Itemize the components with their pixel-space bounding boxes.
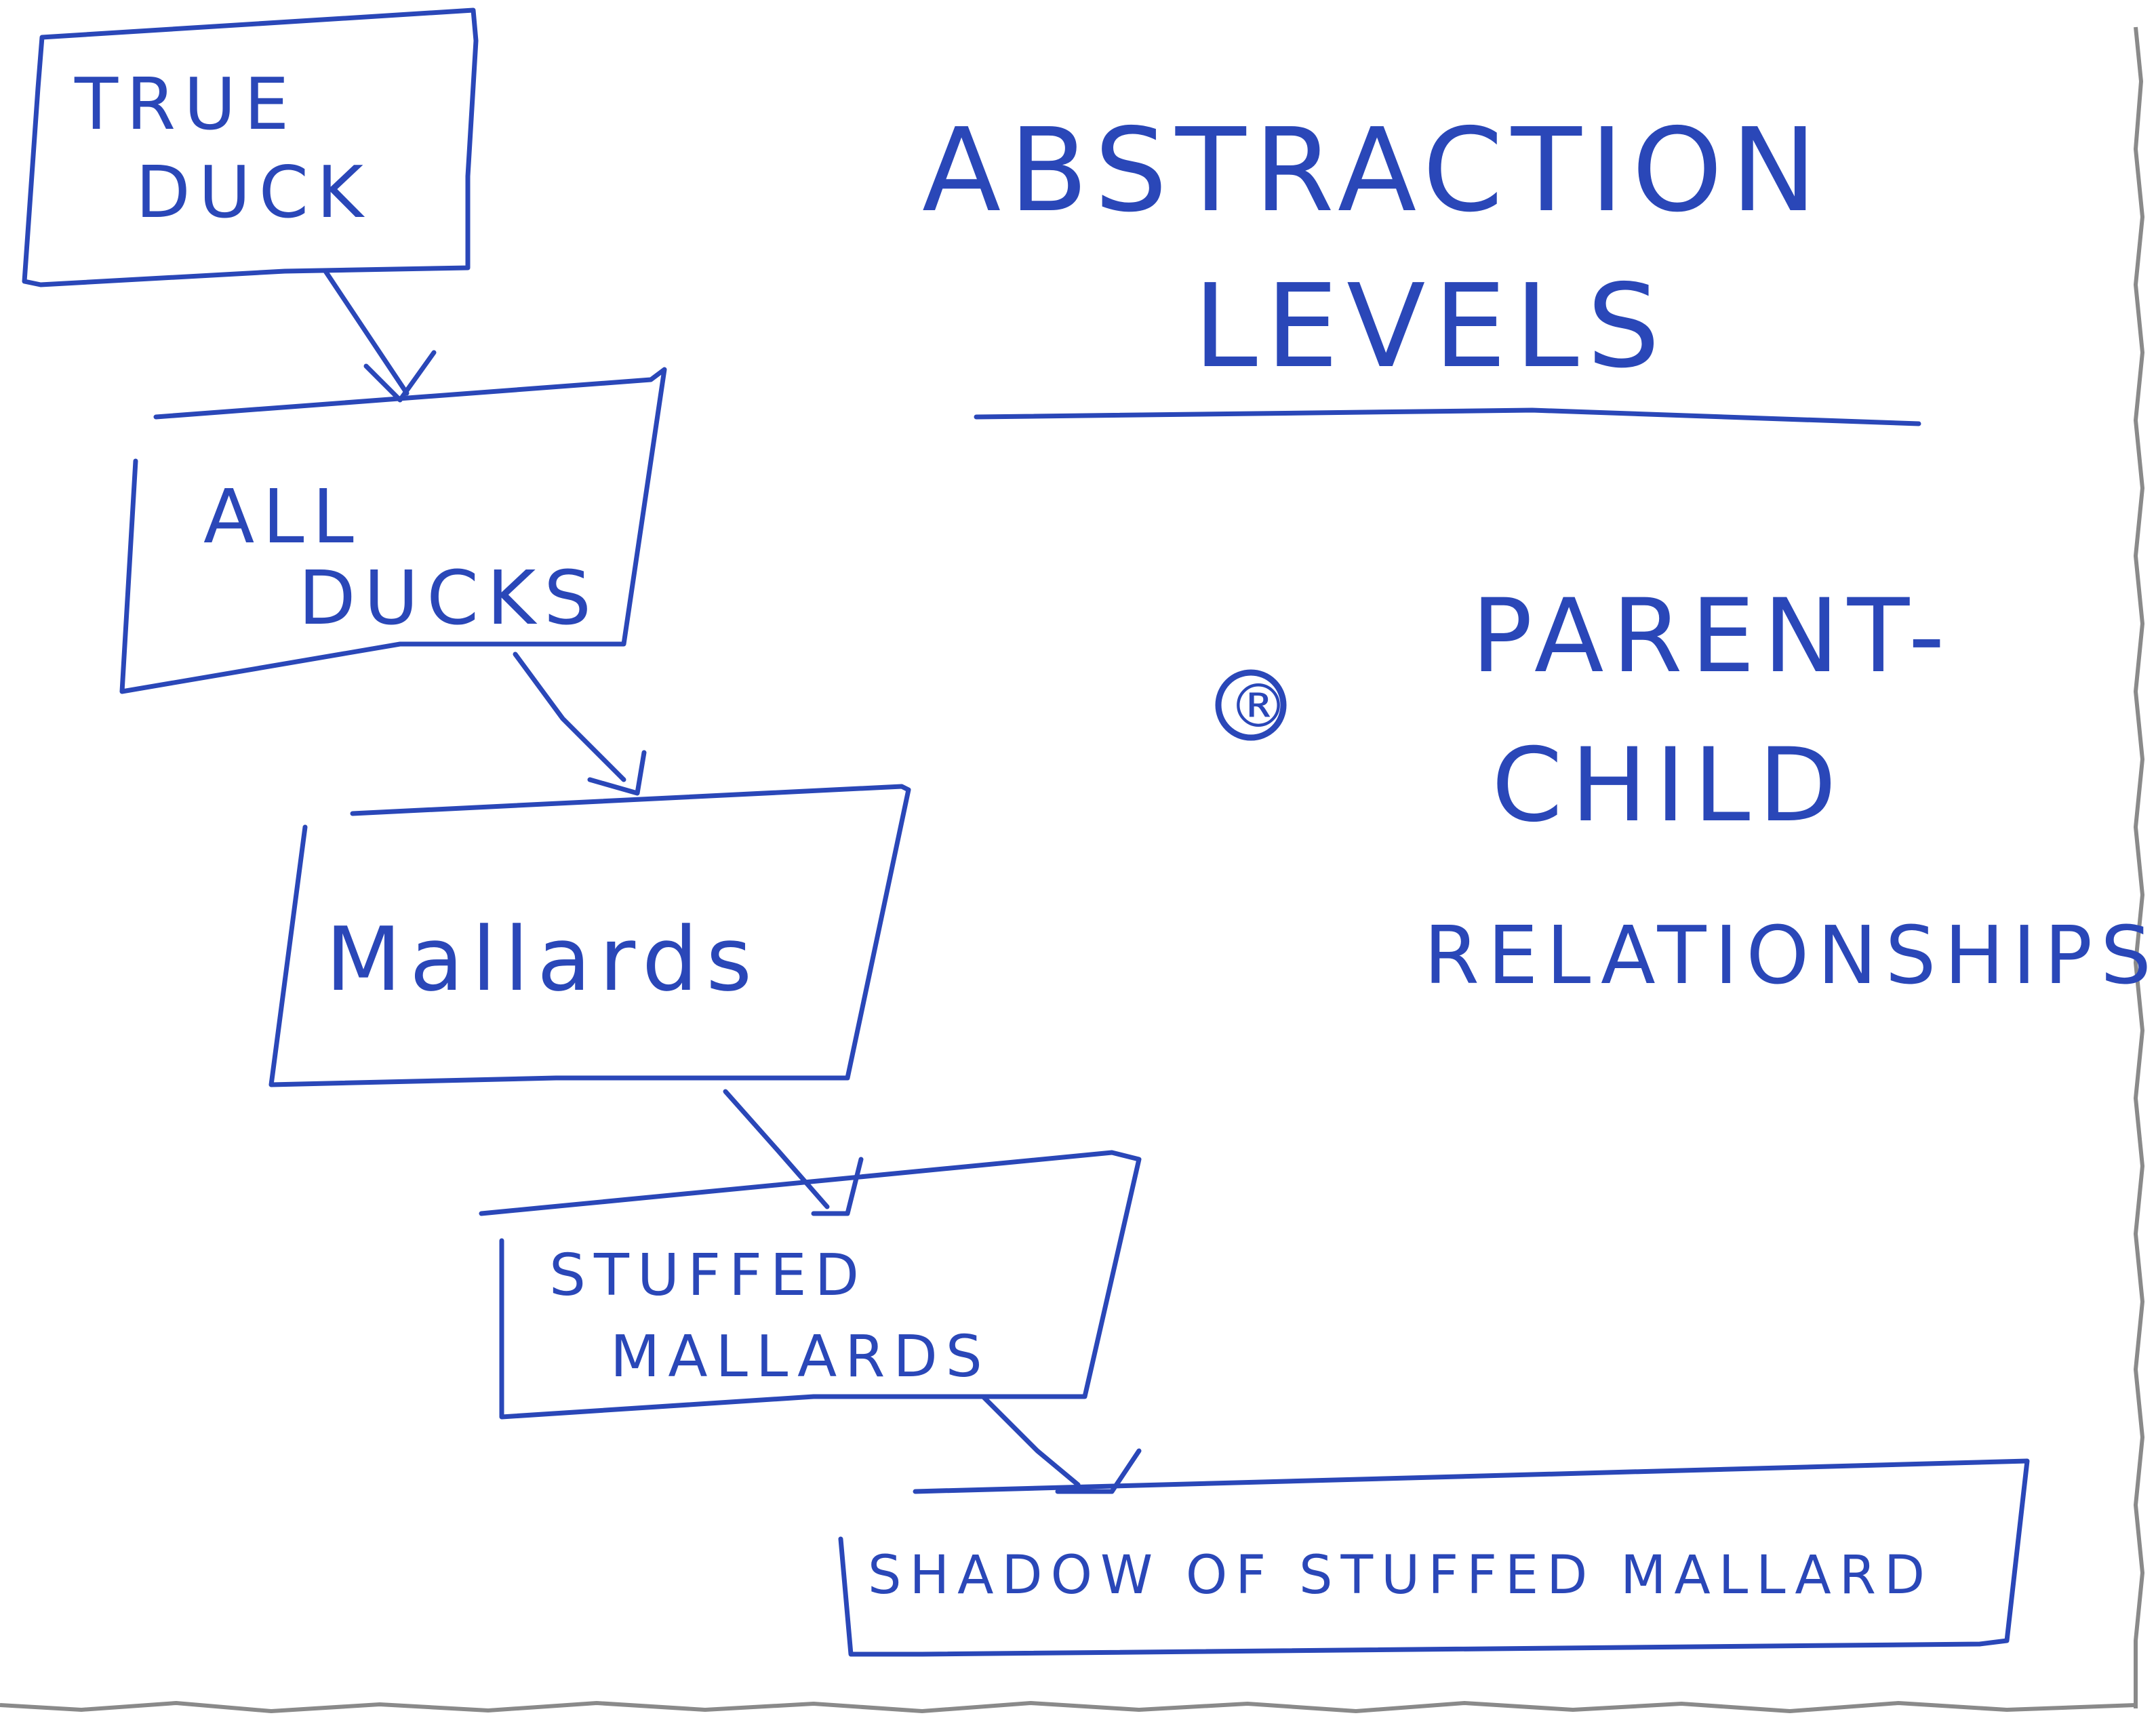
box-stuffed-line1: STUFFED: [549, 1242, 867, 1309]
note-line1: PARENT-: [1471, 578, 1953, 696]
box-true-duck: TRUE DUCK: [22, 7, 479, 287]
box-mallards-label: Mallards: [325, 908, 760, 1011]
circled-r-mark: ®: [1215, 669, 1296, 741]
box-all-ducks-line1: ALL: [203, 473, 362, 560]
title-line1: ABSTRACTION: [922, 104, 1825, 238]
arrow-true-duck-to-all-ducks: [323, 268, 437, 403]
note-line3: RELATIONSHIPS: [1424, 908, 2156, 1002]
parent-child-note: PARENT- CHILD RELATIONSHIPS: [1424, 578, 2156, 1002]
paper-edge-shadow: [2133, 26, 2145, 1708]
arrow-mallards-to-stuffed: [723, 1089, 864, 1216]
circled-r-symbol: ®: [1229, 671, 1296, 741]
box-true-duck-line2: DUCK: [136, 151, 372, 234]
arrow-stuffed-to-shadow: [980, 1394, 1142, 1494]
arrow-all-ducks-to-mallards: [513, 652, 647, 796]
diagram-title: ABSTRACTION LEVELS: [922, 104, 1921, 426]
title-underline: [974, 407, 1921, 426]
box-all-ducks: ALL DUCKS: [119, 367, 667, 694]
box-mallards: Mallards: [268, 784, 911, 1087]
box-shadow-of-stuffed-mallard: SHADOW OF STUFFED MALLARD: [838, 1458, 2030, 1657]
box-true-duck-line1: TRUE: [74, 63, 297, 146]
box-stuffed-line2: MALLARDS: [610, 1323, 991, 1390]
box-all-ducks-line2: DUCKS: [298, 555, 599, 641]
note-line2: CHILD: [1492, 727, 1845, 845]
box-shadow-label: SHADOW OF STUFFED MALLARD: [868, 1545, 1933, 1606]
title-line2: LEVELS: [1193, 260, 1668, 394]
box-stuffed-mallards: STUFFED MALLARDS: [479, 1150, 1142, 1420]
paper-bottom-shadow: [0, 1700, 2136, 1714]
